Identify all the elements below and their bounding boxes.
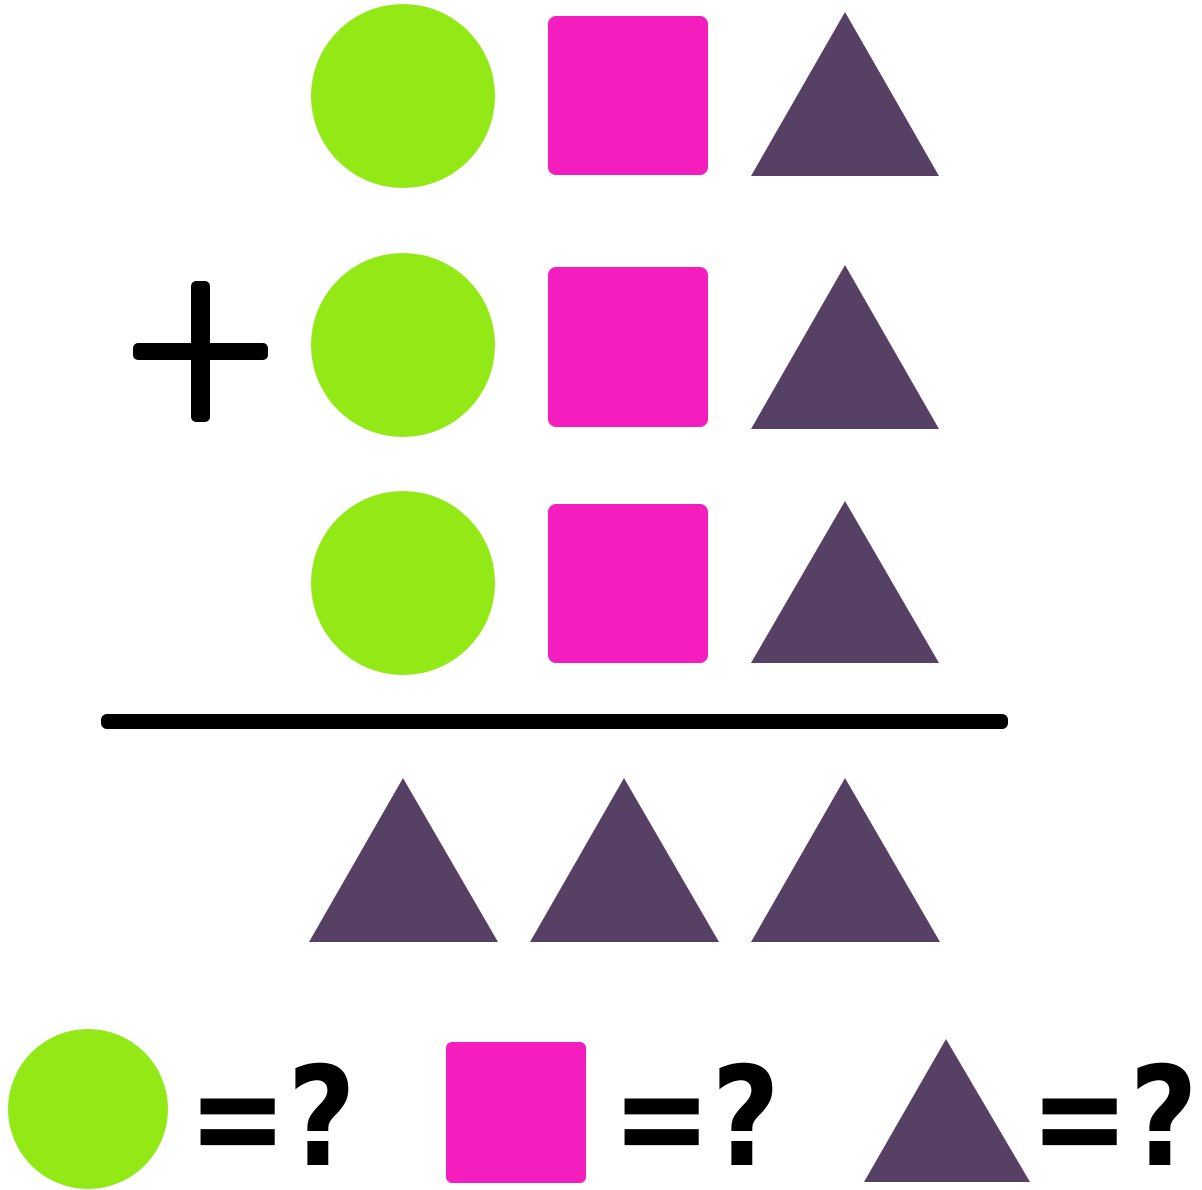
question-square: =?: [446, 1037, 780, 1190]
addend-row-2: [133, 253, 939, 437]
square-shape: [548, 16, 708, 175]
triangle-shape: [751, 501, 939, 663]
circle-shape: [311, 253, 495, 437]
sum-line: [101, 714, 1008, 729]
triangle-shape: [530, 778, 719, 942]
triangle-equals-question: =?: [1030, 1037, 1198, 1190]
addend-row-3: [311, 491, 939, 675]
triangle-shape: [751, 12, 939, 176]
triangle-shape: [751, 778, 940, 942]
question-triangle: =?: [864, 1037, 1198, 1190]
triangle-shape: [864, 1039, 1030, 1182]
circle-shape: [8, 1029, 168, 1189]
circle-shape: [311, 4, 495, 188]
question-circle: =?: [8, 1029, 356, 1190]
circle-shape: [311, 491, 495, 675]
square-equals-question: =?: [612, 1037, 780, 1190]
square-shape: [548, 267, 708, 427]
triangle-shape: [309, 778, 498, 942]
sum-row: [309, 778, 940, 942]
circle-equals-question: =?: [188, 1037, 356, 1190]
plus-sign: [133, 281, 268, 422]
square-shape: [446, 1042, 586, 1183]
addend-row-1: [311, 4, 939, 188]
question-row: =? =? =?: [8, 1029, 1198, 1190]
square-shape: [548, 504, 708, 663]
triangle-shape: [751, 265, 939, 429]
